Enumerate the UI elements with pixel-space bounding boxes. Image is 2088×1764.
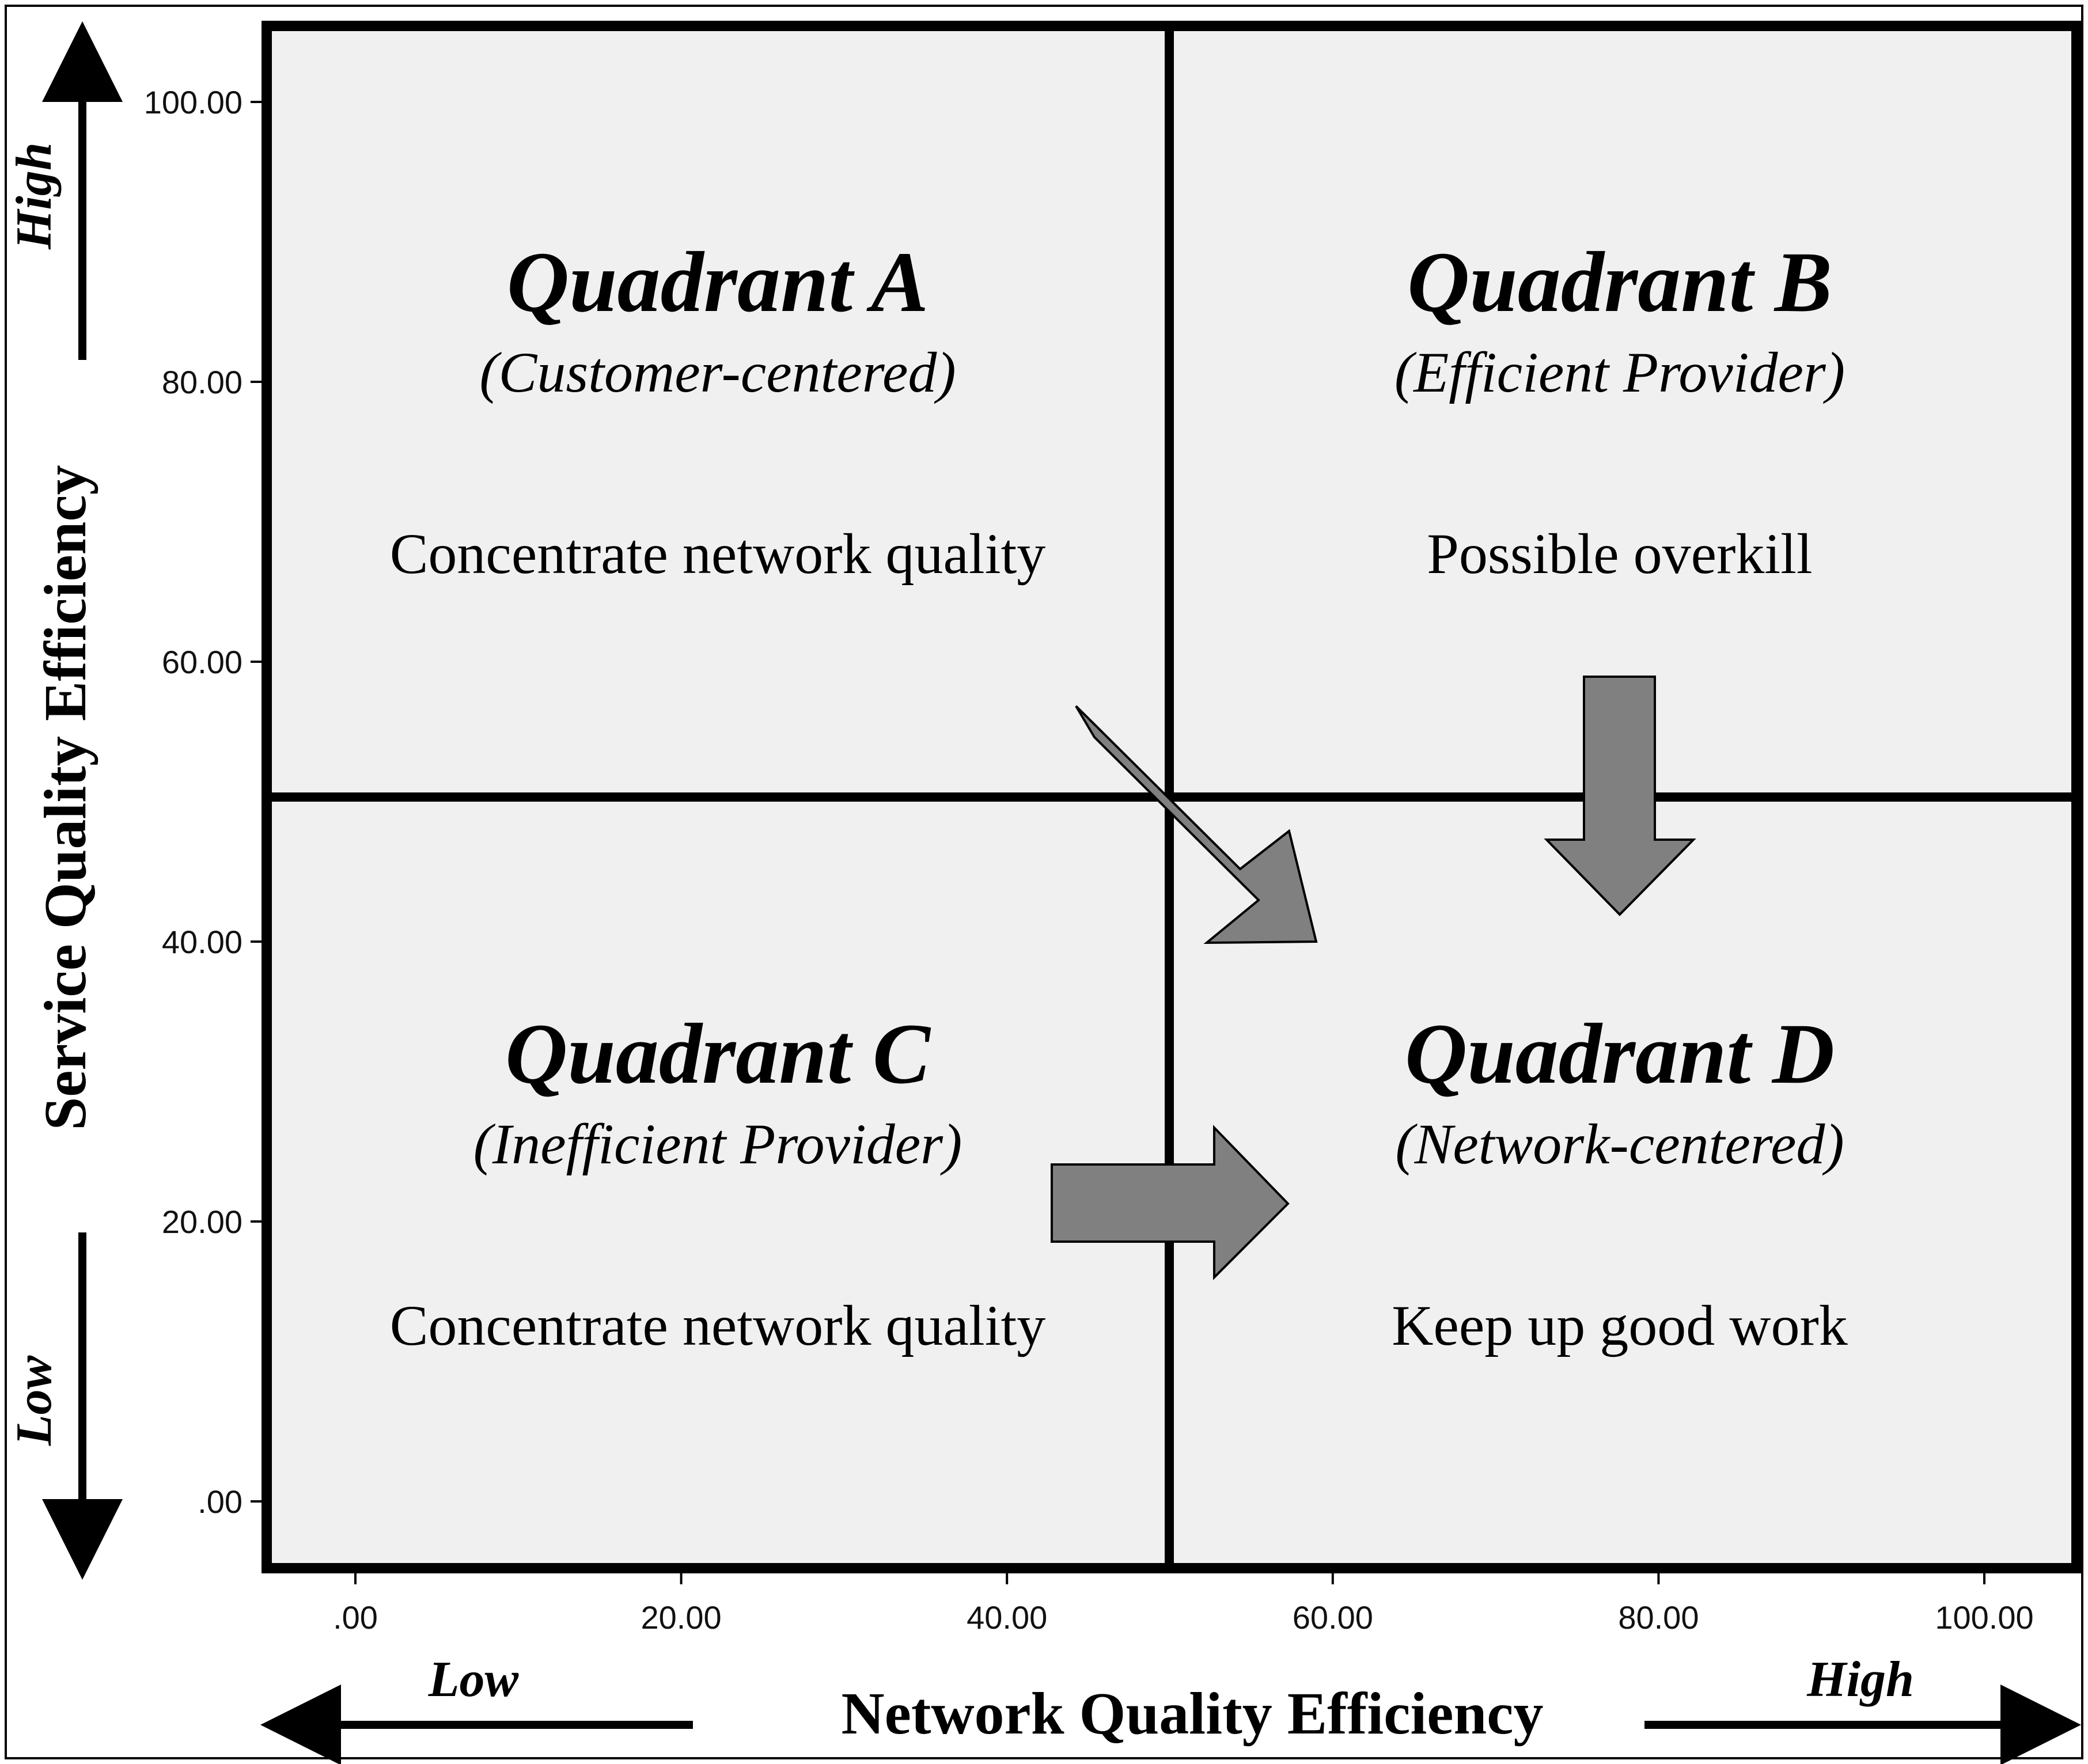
quadrant-c-title: Quadrant C xyxy=(505,1006,931,1102)
quadrant-d-title: Quadrant D xyxy=(1405,1006,1835,1102)
y-tick-label: 60.00 xyxy=(162,644,242,680)
quadrant-d-description: Keep up good work xyxy=(1392,1293,1848,1357)
y-tick-label: .00 xyxy=(198,1484,242,1520)
y-axis-title: Service Quality Efficiency xyxy=(32,465,98,1130)
quadrant-b-subtitle: (Efficient Provider) xyxy=(1394,340,1845,404)
arrow-b-to-d xyxy=(1544,676,1696,916)
quadrant-a-subtitle: (Customer-centered) xyxy=(479,340,956,404)
y-low-label: Low xyxy=(6,1355,62,1446)
y-tick-label: 20.00 xyxy=(162,1204,242,1240)
quadrant-d: Quadrant D (Network-centered) Keep up go… xyxy=(1392,1006,1848,1357)
x-axis-ticks: .00 20.00 40.00 60.00 80.00 100.00 xyxy=(333,1568,2034,1636)
x-tick-label: .00 xyxy=(333,1599,378,1636)
quadrant-c-description: Concentrate network quality xyxy=(390,1293,1046,1357)
x-tick-label: 40.00 xyxy=(967,1599,1047,1636)
quadrant-b-description: Possible overkill xyxy=(1427,522,1812,586)
x-tick-label: 80.00 xyxy=(1618,1599,1699,1636)
quadrant-b: Quadrant B (Efficient Provider) Possible… xyxy=(1394,234,1845,586)
y-tick-label: 80.00 xyxy=(162,364,242,400)
quadrant-d-subtitle: (Network-centered) xyxy=(1395,1112,1844,1176)
y-tick-label: 100.00 xyxy=(144,84,242,120)
quadrant-c-subtitle: (Inefficient Provider) xyxy=(473,1112,962,1176)
x-tick-label: 20.00 xyxy=(641,1599,722,1636)
y-high-label: High xyxy=(6,142,62,250)
quadrant-a: Quadrant A (Customer-centered) Concentra… xyxy=(390,234,1046,586)
quadrant-a-description: Concentrate network quality xyxy=(390,522,1046,586)
arrow-c-to-d xyxy=(1051,1125,1290,1280)
y-axis-ticks: .00 20.00 40.00 60.00 80.00 100.00 xyxy=(144,84,267,1520)
quadrant-a-title: Quadrant A xyxy=(507,234,929,330)
x-low-label: Low xyxy=(428,1652,519,1708)
x-tick-label: 60.00 xyxy=(1293,1599,1373,1636)
quadrant-c: Quadrant C (Inefficient Provider) Concen… xyxy=(390,1006,1046,1357)
x-tick-label: 100.00 xyxy=(1935,1599,2033,1636)
y-tick-label: 40.00 xyxy=(162,924,242,960)
quadrant-b-title: Quadrant B xyxy=(1407,234,1832,330)
x-high-label: High xyxy=(1806,1652,1914,1708)
arrow-a-to-d xyxy=(1075,705,1318,944)
x-axis-title: Network Quality Efficiency xyxy=(842,1680,1544,1747)
